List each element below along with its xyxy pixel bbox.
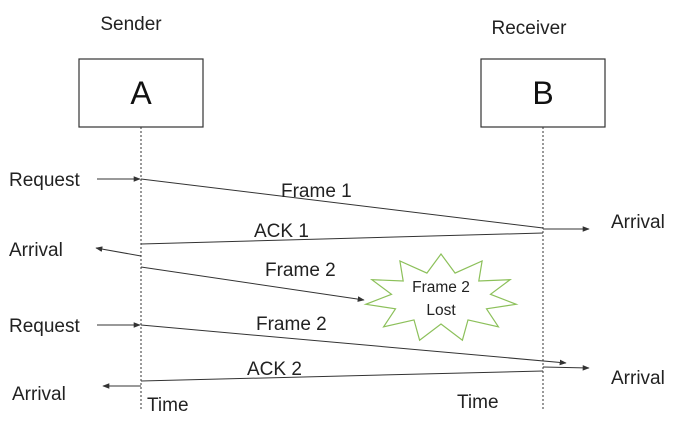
- arrival-b-1-label: Arrival: [611, 212, 665, 233]
- sender-time-label: Time: [147, 395, 189, 416]
- receiver-node-name: B: [532, 75, 553, 111]
- loss-marker-line1: Frame 2: [412, 279, 470, 296]
- frame-2-lost-label: Frame 2: [265, 260, 336, 281]
- arrival-b-2-label: Arrival: [611, 368, 665, 389]
- arrival-a-1-label: Arrival: [9, 240, 63, 261]
- frame-1-label: Frame 1: [281, 181, 352, 202]
- sender-label: Sender: [100, 14, 162, 35]
- arrival-a-2-label: Arrival: [12, 384, 66, 405]
- request-1-label: Request: [9, 170, 80, 191]
- ack-1-line: [140, 232, 544, 245]
- receiver-time-label: Time: [457, 392, 499, 413]
- arrival-a-1-arrow: [95, 246, 142, 257]
- loss-marker-line2: Lost: [426, 302, 456, 319]
- request-2-label: Request: [9, 316, 80, 337]
- frame-2-lost-arrow: [140, 266, 365, 302]
- frame-2-retry-label: Frame 2: [256, 314, 327, 335]
- ack-1-label: ACK 1: [254, 221, 309, 242]
- frame-2-retry-arrow: [140, 324, 567, 366]
- sender-node-box: [78, 58, 204, 128]
- ack-2-line: [140, 370, 544, 382]
- loss-starburst-icon: [363, 252, 519, 342]
- sender-node-name: A: [130, 75, 152, 111]
- arrival-b-2-arrow: [542, 365, 590, 371]
- receiver-label: Receiver: [492, 18, 568, 39]
- receiver-node-box: [480, 58, 606, 128]
- frame-1-line: [140, 178, 544, 229]
- ack-2-label: ACK 2: [247, 359, 302, 380]
